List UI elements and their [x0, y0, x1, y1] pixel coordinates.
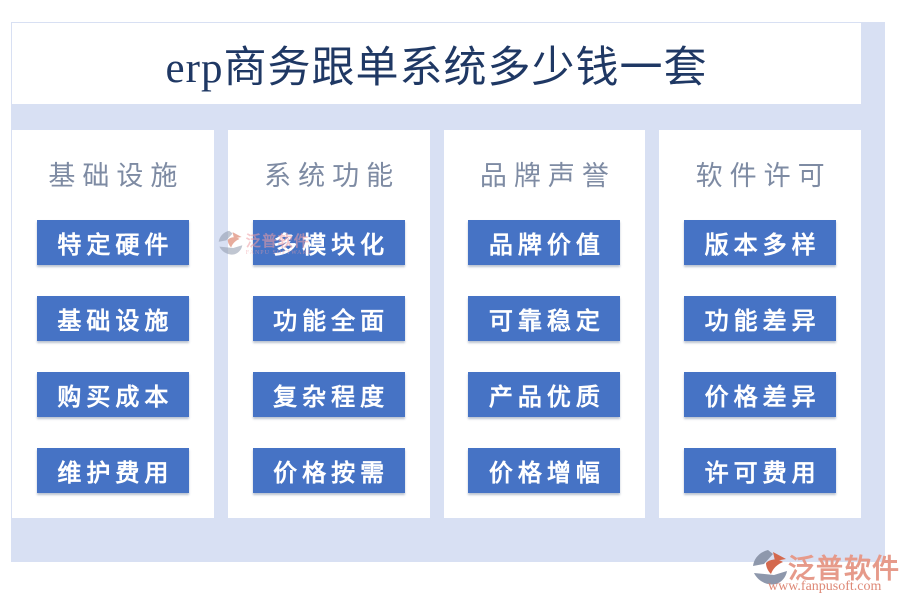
column-card-system-functions: 泛普软件 FANPU SOFTWARE 系统功能 多模块化 功能全面 复杂程度 …	[218, 130, 430, 518]
factor-button[interactable]: 品牌价值	[468, 220, 621, 265]
factor-button[interactable]: 产品优质	[468, 372, 621, 417]
fanpu-watermark-icon	[218, 230, 243, 260]
fanpu-logo-icon	[752, 549, 788, 590]
factor-columns: 基础设施 特定硬件 基础设施 购买成本 维护费用 泛普软件 FANPU SOFT…	[12, 130, 861, 518]
fanpu-logo-name: 泛普软件	[788, 554, 900, 584]
factor-button[interactable]: 维护费用	[36, 448, 189, 493]
factor-button[interactable]: 多模块化	[252, 220, 405, 265]
column-card-brand-reputation: 品牌声誉 品牌价值 可靠稳定 产品优质 价格增幅	[443, 130, 646, 518]
factor-button[interactable]: 价格按需	[252, 448, 405, 493]
fanpu-logo-url[interactable]: www.fanpusoft.com	[768, 579, 882, 594]
factor-button[interactable]: 许可费用	[684, 448, 837, 493]
factor-button[interactable]: 价格增幅	[468, 448, 621, 493]
factor-button[interactable]: 价格差异	[684, 372, 837, 417]
column-header: 系统功能	[264, 161, 401, 191]
title-card: erp商务跟单系统多少钱一套	[12, 23, 861, 104]
factor-button[interactable]: 版本多样	[684, 220, 837, 265]
fanpu-logo: 泛普软件 www.fanpusoft.com	[748, 546, 899, 596]
factor-button[interactable]: 基础设施	[36, 296, 189, 341]
factor-button[interactable]: 购买成本	[36, 372, 189, 417]
column-header: 软件许可	[695, 161, 832, 191]
column-card-software-license: 软件许可 版本多样 功能差异 价格差异 许可费用	[659, 130, 861, 518]
column-card-infrastructure: 基础设施 特定硬件 基础设施 购买成本 维护费用	[12, 130, 214, 518]
factor-button[interactable]: 功能差异	[684, 296, 837, 341]
factor-button[interactable]: 功能全面	[252, 296, 405, 341]
column-header: 品牌声誉	[479, 161, 616, 191]
factor-button[interactable]: 可靠稳定	[468, 296, 621, 341]
page-title: erp商务跟单系统多少钱一套	[165, 44, 708, 92]
column-header: 基础设施	[48, 161, 185, 191]
factor-button[interactable]: 复杂程度	[252, 372, 405, 417]
factor-button[interactable]: 特定硬件	[36, 220, 189, 265]
